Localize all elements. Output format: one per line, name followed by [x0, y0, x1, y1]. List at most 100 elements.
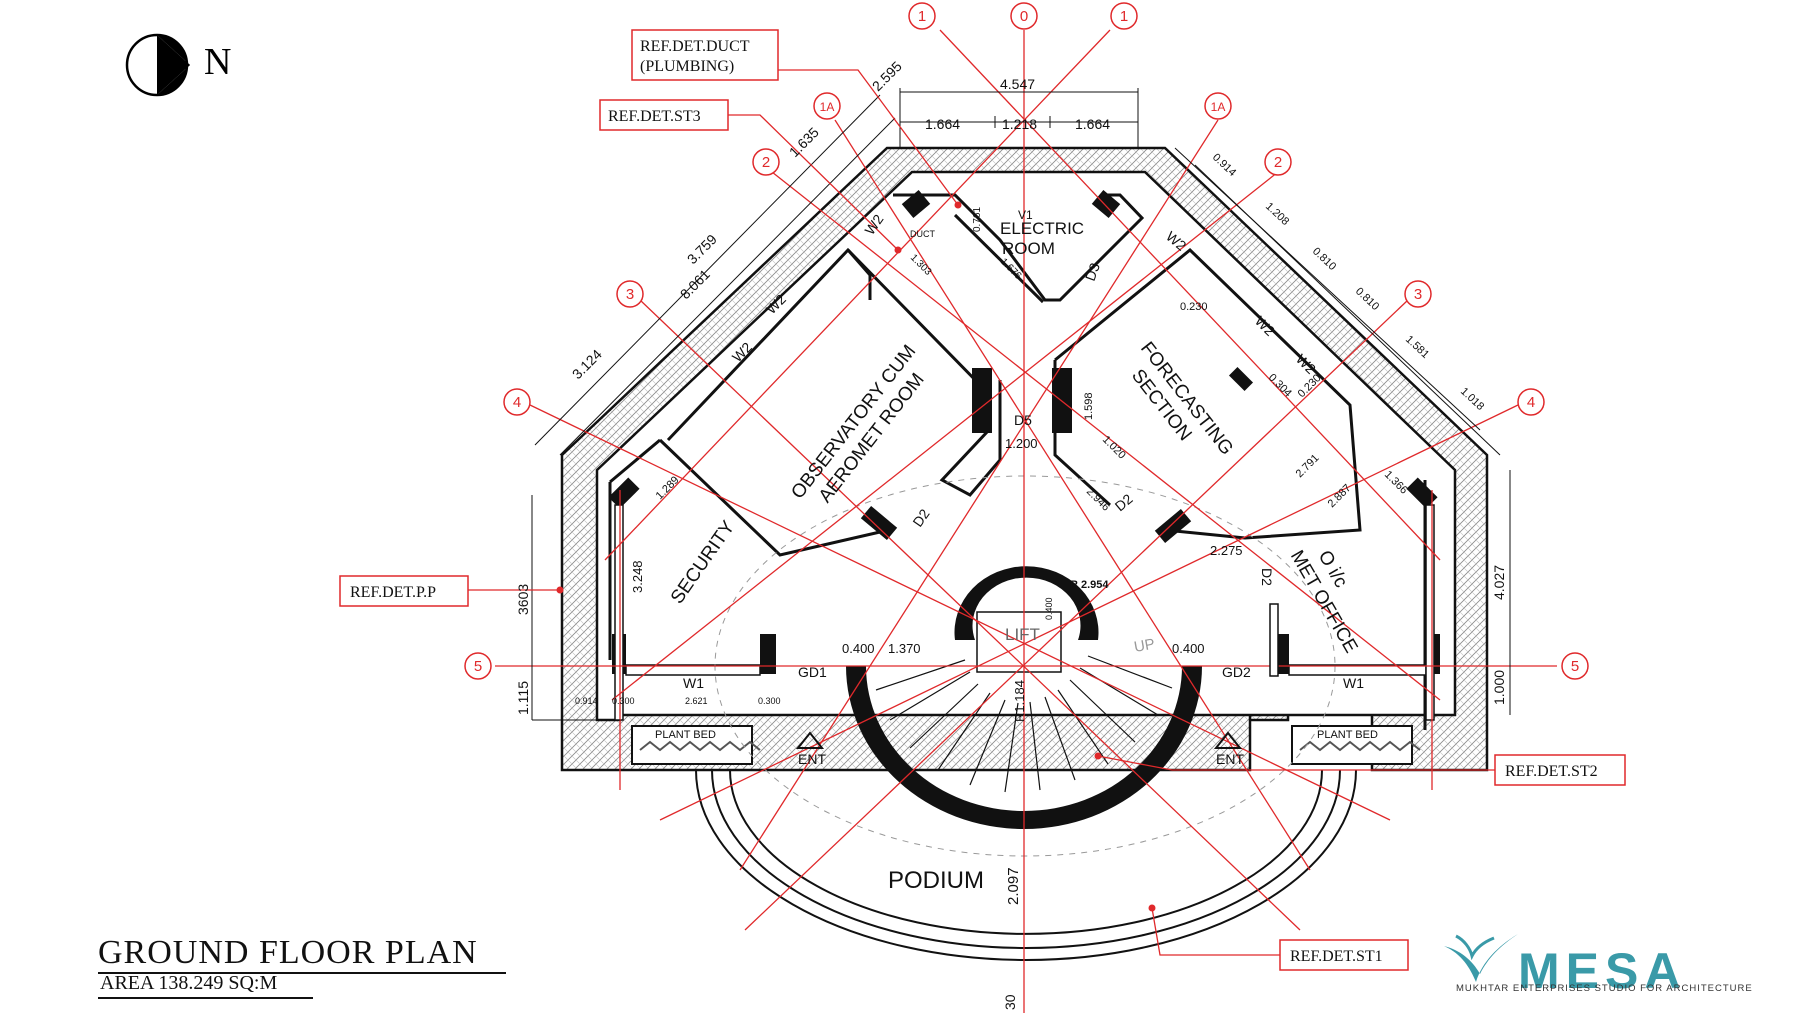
dim-label: R 2.954 — [1070, 579, 1109, 591]
dim-label: R1.184 — [1012, 680, 1027, 722]
dim-label: 1.218 — [1002, 116, 1037, 132]
dim-label: 1.000 — [1491, 670, 1507, 705]
dim-label: 1.018 — [1458, 385, 1486, 413]
dim-label: 1.664 — [1075, 116, 1110, 132]
dimension-lines — [531, 88, 1511, 721]
grid-label: 4 — [1527, 394, 1535, 411]
grid-label: 4 — [513, 394, 521, 411]
ref-duct-label: REF.DET.DUCT — [640, 38, 750, 55]
dim-label: 2.791 — [1294, 452, 1322, 480]
dim-label: 0.761 — [972, 207, 983, 232]
dim-label: 3.248 — [630, 560, 645, 593]
dim-label: 3.124 — [569, 346, 605, 382]
tag-d3: D3 — [1082, 261, 1103, 283]
dim-label: 1.200 — [1005, 436, 1038, 451]
grid-label: 3 — [1414, 286, 1422, 303]
dim-label: 1.289 — [654, 474, 682, 502]
tag-d2: D2 — [1259, 568, 1275, 586]
title-underline — [98, 972, 506, 974]
plant-bed-left: PLANT BED — [655, 729, 716, 741]
grid-label: 3 — [626, 286, 634, 303]
lift-label: LIFT — [1005, 625, 1040, 644]
ref-st3-label: REF.DET.ST3 — [608, 108, 701, 125]
ent-right: ENT — [1216, 751, 1244, 767]
ref-pp-label: REF.DET.P.P — [350, 584, 436, 601]
dim-label: 0.400 — [1044, 597, 1054, 620]
grid-label: 1A — [820, 100, 835, 114]
dim-label: 1.303 — [908, 252, 934, 278]
reference-dots — [556, 201, 1156, 912]
north-label: N — [204, 41, 232, 83]
tag-w2: W2 — [1252, 313, 1278, 339]
grid-label: 2 — [1274, 154, 1282, 171]
dim-label: 1.635 — [786, 124, 822, 160]
area-label: AREA 138.249 SQ:M — [100, 972, 278, 994]
dim-label: 1.598 — [1083, 392, 1095, 420]
door-d2 — [1269, 603, 1279, 677]
tag-d2: D2 — [909, 506, 932, 530]
ref-st1-label: REF.DET.ST1 — [1290, 948, 1383, 965]
dim-label: 30 — [1002, 994, 1018, 1010]
plant-beds — [631, 725, 1421, 765]
tag-gd2: GD2 — [1222, 664, 1251, 680]
dim-label: 1.020 — [1100, 434, 1128, 462]
spiral-stair — [846, 566, 1202, 829]
dim-label: 0.810 — [1310, 245, 1338, 273]
dim-label: 2.621 — [685, 696, 708, 706]
dim-label: 1.208 — [1263, 200, 1291, 228]
bird-logo-icon — [1444, 934, 1518, 982]
reference-leaders — [468, 69, 1495, 956]
dim-label: 3.759 — [684, 231, 720, 267]
reference-boxes — [339, 29, 1626, 971]
plant-bed-right: PLANT BED — [1317, 729, 1378, 741]
grid-bubbles — [464, 2, 1589, 680]
dim-label: 0.230 — [1180, 301, 1208, 313]
dim-label: 4.027 — [1491, 565, 1507, 600]
room-podium: PODIUM — [888, 867, 984, 894]
grid-label: 2 — [762, 154, 770, 171]
mesa-logo — [1440, 922, 1770, 1002]
dim-label: 0.400 — [842, 641, 875, 656]
grid-label: 1A — [1211, 100, 1226, 114]
up-label: UP — [1133, 636, 1156, 656]
interior-walls — [608, 193, 1427, 730]
dim-label: 2.097 — [1005, 867, 1022, 905]
page-title: GROUND FLOOR PLAN — [98, 934, 478, 971]
area-underline — [98, 997, 313, 999]
tag-w1-right: W1 — [1343, 675, 1364, 691]
dim-label: 0.300 — [612, 696, 635, 706]
dim-label: 1.115 — [515, 681, 531, 715]
room-security: SECURITY — [667, 517, 739, 608]
dim-label: 2.946 — [1084, 486, 1112, 514]
logo-subtitle: MUKHTAR ENTERPRISES STUDIO FOR ARCHITECT… — [1456, 983, 1753, 994]
room-electric-2: ROOM — [1002, 239, 1055, 258]
grid-label: 0 — [1020, 8, 1028, 25]
dim-label: 1.370 — [888, 641, 921, 656]
north-arrow-icon — [125, 33, 190, 97]
entry-arrow-icon — [795, 731, 1243, 749]
dim-label: 0.400 — [1172, 641, 1205, 656]
grid-lines — [495, 29, 1557, 1013]
ref-duct-label-2: (PLUMBING) — [640, 58, 734, 75]
ent-left: ENT — [798, 751, 826, 767]
tag-d2: D2 — [1112, 490, 1136, 514]
grid-label: 5 — [1571, 658, 1579, 675]
tag-gd1: GD1 — [798, 664, 827, 680]
podium-steps — [695, 769, 1357, 961]
ref-st2-label: REF.DET.ST2 — [1505, 763, 1598, 780]
dim-label: 8.061 — [677, 266, 713, 302]
grid-label: 5 — [474, 658, 482, 675]
dim-label: 4.547 — [1000, 76, 1035, 92]
tag-v1: V1 — [1018, 208, 1033, 222]
dim-label: 2.275 — [1210, 543, 1243, 558]
dim-label: 1.664 — [925, 116, 960, 132]
logo-wordmark: MESA — [1518, 943, 1687, 999]
room-electric: ELECTRIC — [1000, 219, 1084, 238]
windows — [614, 504, 1435, 721]
dim-label: 0.914 — [1210, 151, 1238, 179]
room-observatory: OBSERVATORY CUM — [787, 341, 920, 503]
dim-label: 0.304 — [1266, 372, 1294, 400]
tag-w1-left: W1 — [683, 675, 704, 691]
dim-label: 0.300 — [758, 696, 781, 706]
